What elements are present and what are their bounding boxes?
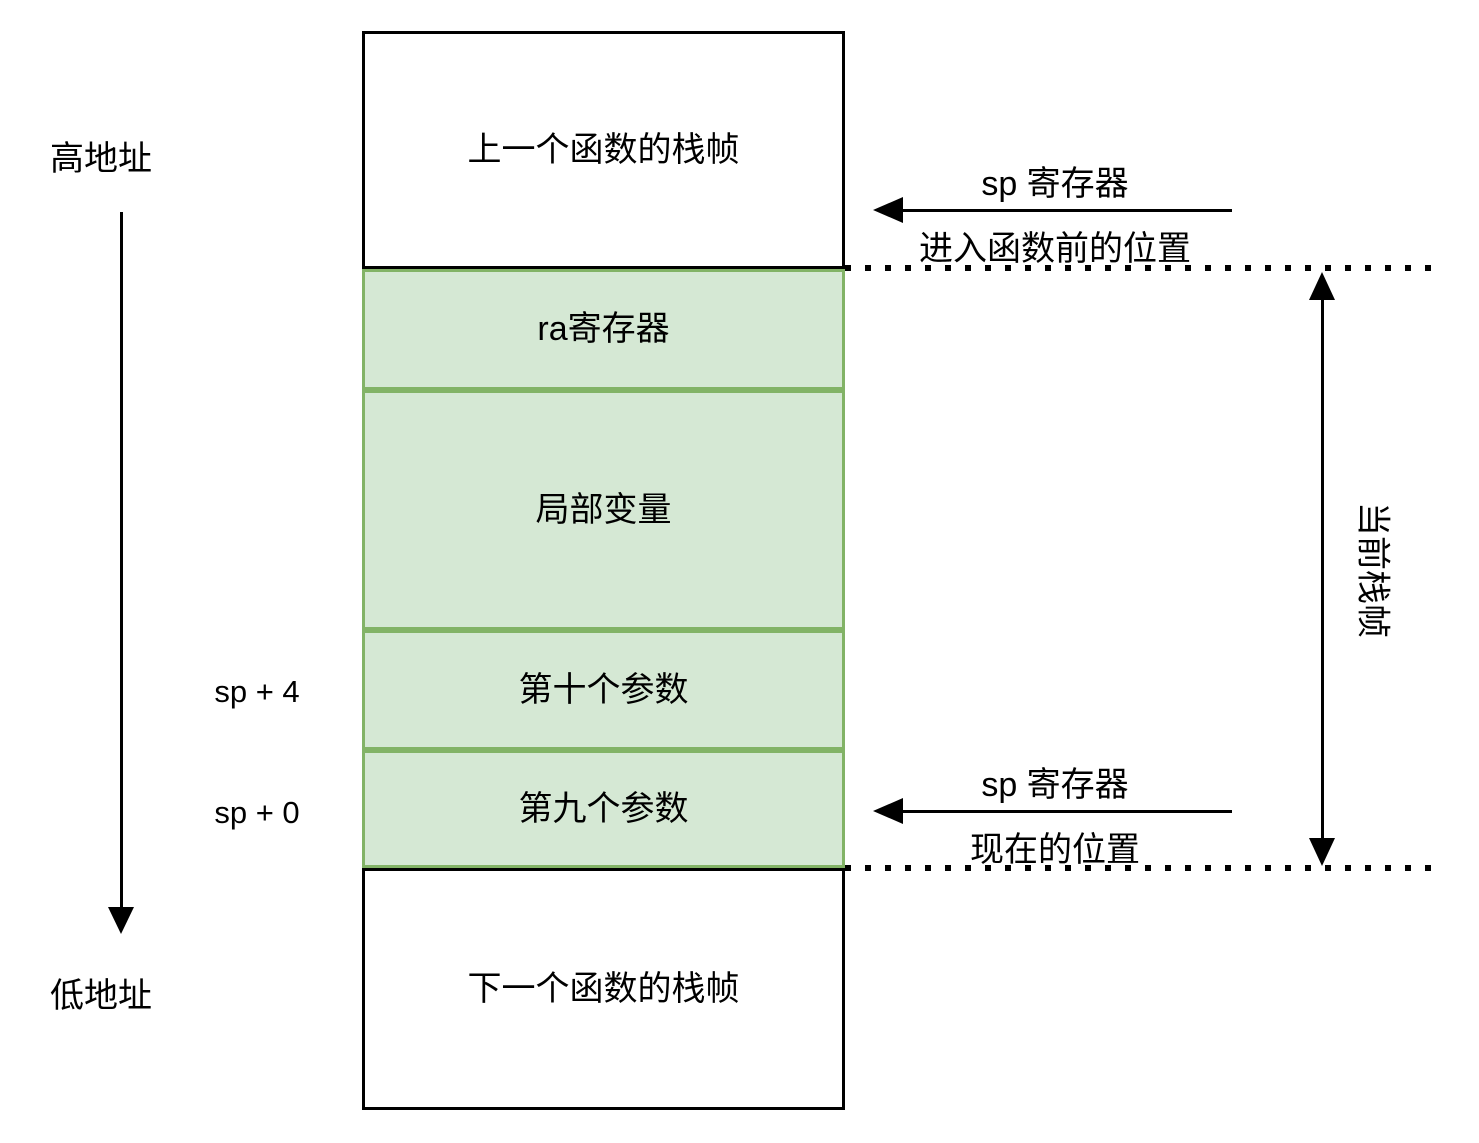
- arrow-shaft: [1321, 296, 1324, 842]
- address-direction-down-arrow: [108, 212, 135, 934]
- stack-box-ninth-argument: 第九个参数: [362, 750, 845, 868]
- sp-register-now-subtitle: 现在的位置: [970, 831, 1140, 869]
- stack-box-ra-register: ra寄存器: [362, 269, 845, 390]
- tenth-argument-label: 第十个参数: [518, 670, 689, 709]
- stack-box-next-frame: 下一个函数的栈帧: [362, 868, 845, 1110]
- sp-before-arrow-head-icon: [873, 197, 903, 223]
- local-variables-label: 局部变量: [535, 490, 672, 529]
- sp-register-now-title: sp 寄存器: [981, 766, 1129, 804]
- sp-before-arrow-line: [901, 209, 1232, 212]
- arrow-head-down-icon: [108, 907, 134, 934]
- arrow-head-down-icon: [1309, 838, 1335, 866]
- arrow-shaft: [120, 212, 123, 909]
- low-address-label: 低地址: [50, 977, 152, 1015]
- sp-now-arrow-head-icon: [873, 798, 903, 824]
- arrow-head-up-icon: [1309, 272, 1335, 300]
- sp-register-before-subtitle: 进入函数前的位置: [919, 230, 1191, 268]
- current-frame-label: 当前栈帧: [1353, 502, 1392, 638]
- sp-register-before-title: sp 寄存器: [981, 165, 1129, 203]
- next-frame-label: 下一个函数的栈帧: [467, 969, 740, 1008]
- stack-box-local-variables: 局部变量: [362, 390, 845, 630]
- ra-register-label: ra寄存器: [537, 310, 670, 349]
- sp-plus-0-offset-label: sp + 0: [214, 795, 300, 830]
- frame-bottom-boundary-dotted-line: [845, 865, 1440, 871]
- stack-box-previous-frame: 上一个函数的栈帧: [362, 31, 845, 269]
- previous-frame-label: 上一个函数的栈帧: [467, 130, 740, 169]
- high-address-label: 高地址: [50, 140, 152, 178]
- current-frame-extent-arrow: [1309, 272, 1336, 866]
- ninth-argument-label: 第九个参数: [518, 789, 689, 828]
- sp-plus-4-offset-label: sp + 4: [214, 674, 300, 709]
- frame-top-boundary-dotted-line: [845, 265, 1440, 271]
- sp-now-arrow-line: [901, 810, 1232, 813]
- stack-box-tenth-argument: 第十个参数: [362, 630, 845, 750]
